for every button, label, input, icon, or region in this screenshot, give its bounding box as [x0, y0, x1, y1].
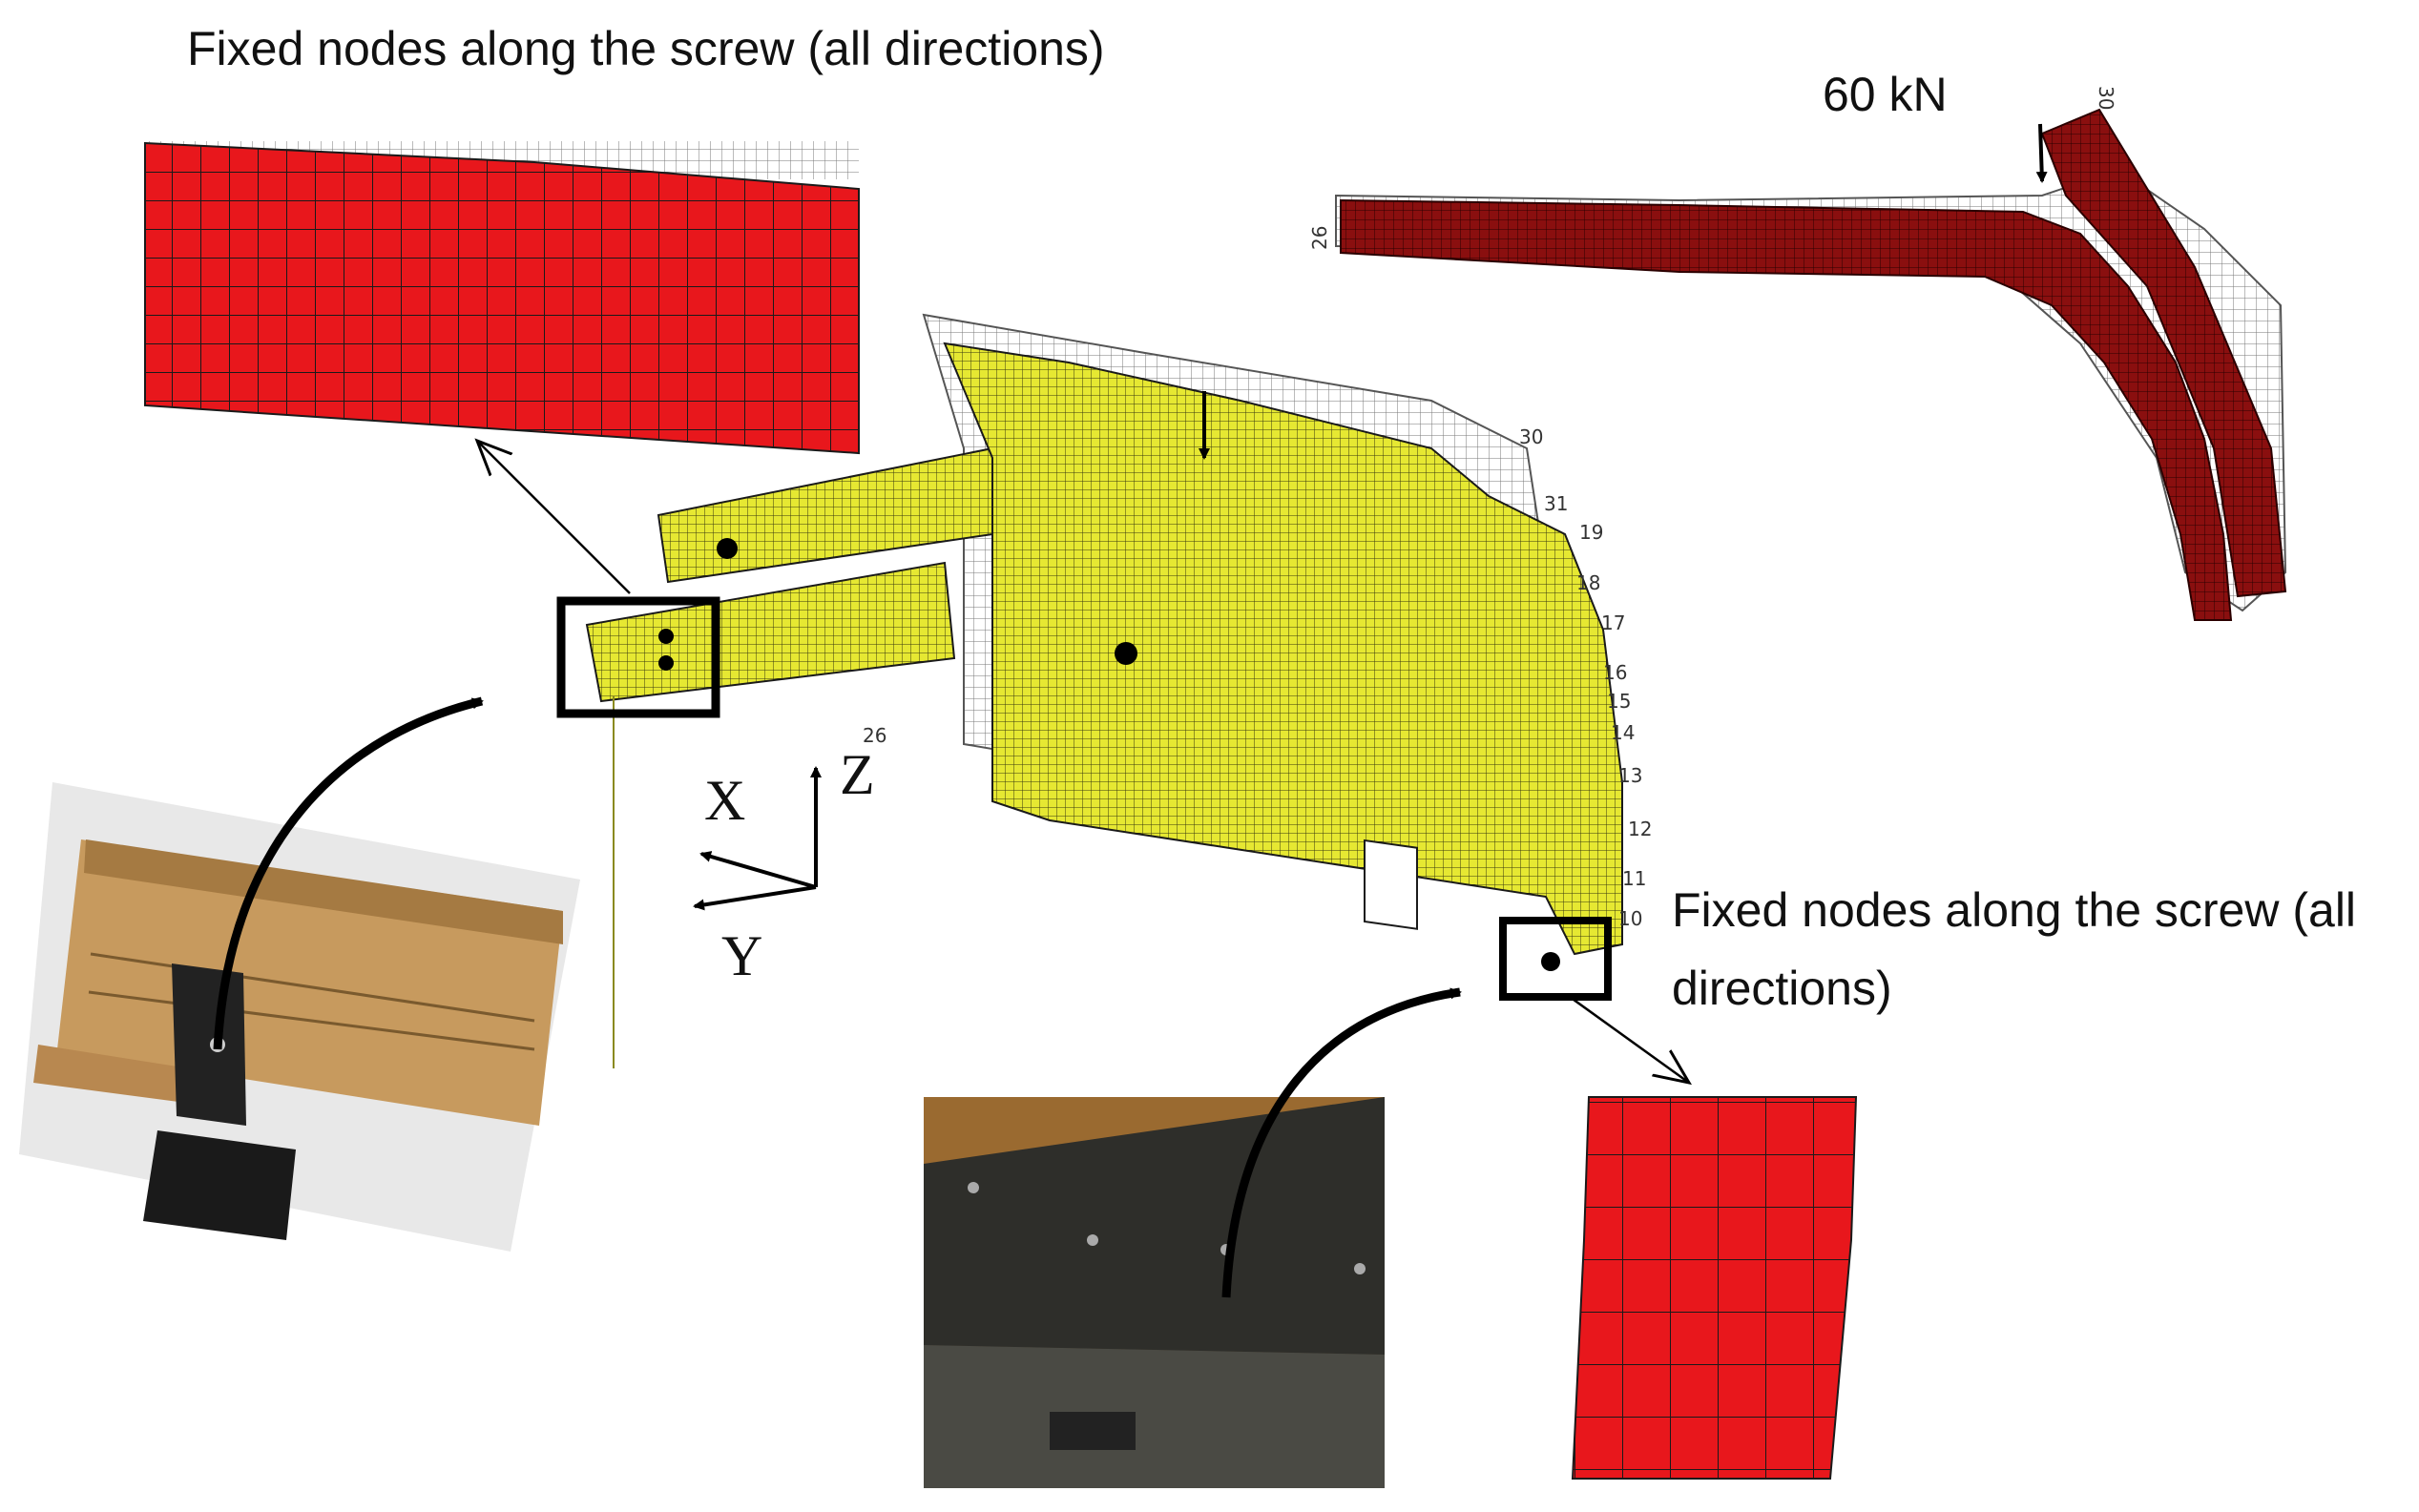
- node-label-18: 18: [1576, 571, 1600, 594]
- node-label-11: 11: [1622, 867, 1646, 890]
- fixed-region-box-right: [1499, 917, 1612, 1001]
- node-label-31: 31: [1544, 492, 1568, 515]
- load-label: 60 kN: [1823, 68, 1948, 121]
- node-label-17: 17: [1601, 611, 1625, 634]
- leader-line-left: [477, 441, 631, 594]
- axis-label-x: X: [704, 769, 746, 832]
- node-label-16: 16: [1603, 661, 1627, 684]
- node-number-labels: 30 31 19 18 17 16 15 14 13 12 11 10 26 3…: [863, 86, 2117, 930]
- axis-triad: [693, 766, 822, 911]
- central-mesh-model: [585, 313, 1623, 1068]
- fixed-region-box-left: [556, 596, 720, 718]
- node-label-30-top-right: 30: [2095, 86, 2117, 110]
- leader-line-right: [1569, 995, 1689, 1083]
- node-label-10: 10: [1618, 907, 1642, 930]
- node-label-13: 13: [1618, 764, 1642, 787]
- load-arrow: [2035, 123, 2048, 183]
- node-label-26-center: 26: [863, 724, 886, 747]
- node-label-30-center: 30: [1519, 425, 1543, 448]
- node-label-15: 15: [1607, 690, 1631, 713]
- deformed-model-top-right: [1335, 108, 2287, 621]
- mesh-detail-top-left: [144, 141, 860, 455]
- fixed-nodes-label-right-line1: Fixed nodes along the screw (all: [1672, 883, 2357, 937]
- photo-steel-base: [924, 1097, 1385, 1488]
- curved-arrow-left: [213, 696, 484, 1050]
- node-label-14: 14: [1611, 721, 1635, 744]
- fixed-nodes-label-right-line2: directions): [1672, 962, 1892, 1015]
- node-label-26-top-right: 26: [1308, 226, 1331, 250]
- node-label-12: 12: [1628, 818, 1652, 840]
- curved-arrow-right: [1221, 987, 1462, 1298]
- axis-label-z: Z: [840, 743, 875, 806]
- mesh-detail-bottom-right: [1571, 1096, 1858, 1480]
- photo-wood-joint: [19, 782, 580, 1252]
- node-label-19: 19: [1579, 521, 1603, 544]
- fixed-nodes-label-left: Fixed nodes along the screw (all directi…: [187, 22, 1105, 75]
- axis-label-y: Y: [721, 924, 763, 987]
